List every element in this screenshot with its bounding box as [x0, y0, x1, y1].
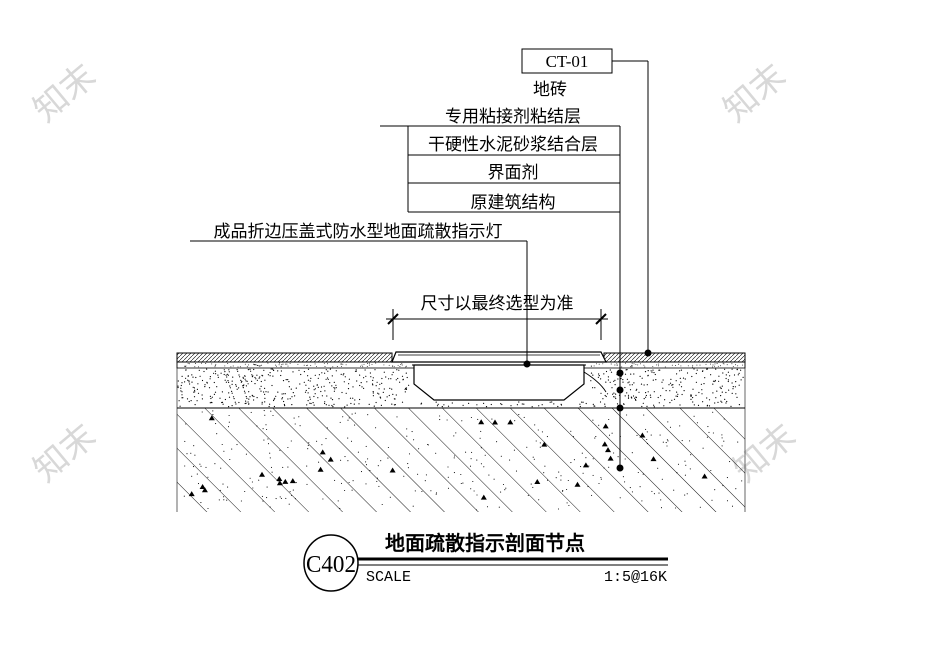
indicator-light-body [391, 351, 607, 401]
label-mortar: 干硬性水泥砂浆结合层 [428, 135, 598, 155]
drawing-title: 地面疏散指示剖面节点 [385, 531, 585, 555]
dimension-note: 尺寸以最终选型为准 [421, 294, 574, 314]
label-structure: 原建筑结构 [471, 193, 556, 213]
label-interface: 界面剂 [488, 163, 539, 183]
leader-dots [523, 349, 652, 472]
dimension-line: 尺寸以最终选型为准 [386, 294, 608, 340]
label-tile: 地砖 [533, 80, 567, 100]
layer-leaders [190, 60, 663, 468]
drawing-code: C402 [306, 552, 356, 578]
title-block: C402 地面疏散指示剖面节点 SCALE 1:5@16K [303, 531, 668, 592]
watermark-2: 知末 [716, 56, 794, 130]
material-code: CT-01 [546, 52, 589, 71]
material-code-box: CT-01 [521, 48, 613, 74]
scale-value: 1:5@16K [604, 569, 667, 586]
label-adhesive: 专用粘接剂粘结层 [445, 107, 581, 127]
watermark-1: 知末 [26, 56, 104, 130]
label-indicator-light: 成品折边压盖式防水型地面疏散指示灯 [214, 222, 503, 242]
structure-layer [177, 408, 745, 512]
scale-label: SCALE [366, 569, 411, 586]
watermark-3: 知末 [26, 416, 104, 490]
